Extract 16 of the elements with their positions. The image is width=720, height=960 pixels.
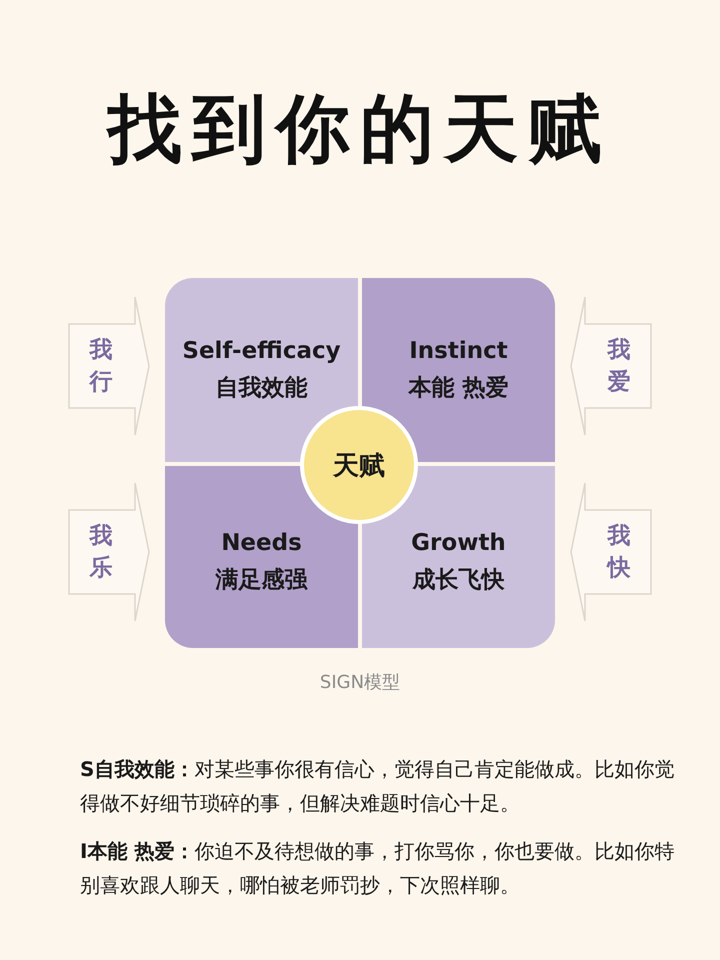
side-arrow: 我乐 (68, 482, 150, 622)
english-term: Growth (411, 529, 506, 558)
figure-caption: SIGN模型 (318, 671, 402, 694)
side-arrow: 我爱 (570, 296, 652, 436)
english-term: Needs (221, 529, 302, 558)
definition-paragraph: S自我效能：对某些事你很有信心，觉得自己肯定能做成。比如你觉得做不好细节琐碎的事，但解决难题时信心十足。 (80, 756, 676, 817)
chinese-term: 自我效能 (216, 374, 308, 403)
chinese-term: 成长飞快 (412, 566, 504, 595)
title: 找到你的天赋 (105, 85, 613, 174)
english-term: Self-efficacy (182, 337, 341, 366)
chinese-term: 本能 热爱 (408, 374, 508, 403)
definition-paragraph: I本能 热爱：你迫不及待想做的事，打你骂你，你也要做。比如你特别喜欢跟人聊天，哪怕被老师罚抄，下次照样聊。 (80, 838, 676, 899)
side-arrow: 我行 (68, 296, 150, 436)
chinese-term: 满足感强 (216, 566, 308, 595)
english-term: Instinct (409, 337, 508, 366)
side-arrow: 我快 (570, 482, 652, 622)
